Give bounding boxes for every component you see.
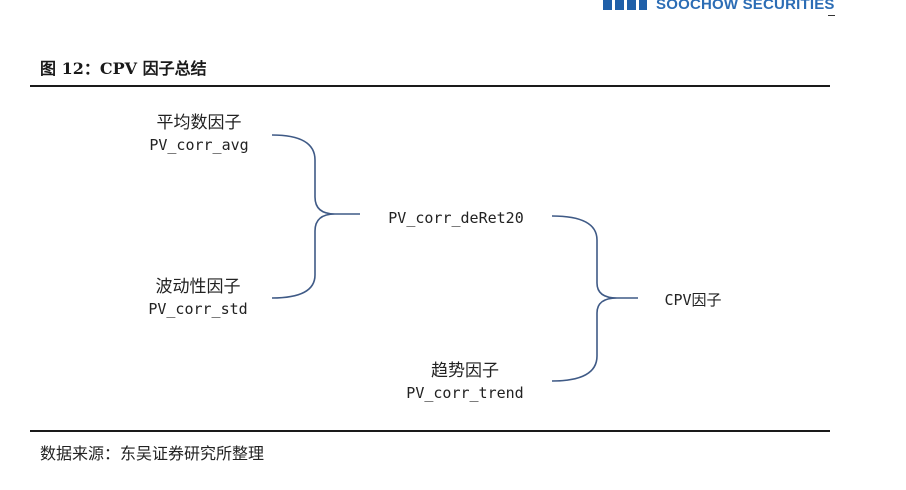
bracket-right — [551, 215, 618, 382]
node-trend-code: PV_corr_trend — [406, 384, 524, 402]
node-avg-label: 平均数因子 — [156, 113, 242, 133]
brand-name: SOOCHOW SECURITIES — [656, 0, 835, 13]
footer-divider — [30, 430, 830, 432]
node-trend-factor: 趋势因子 PV_corr_trend — [406, 360, 523, 404]
node-avg-code: PV_corr_avg — [149, 136, 249, 154]
node-std-factor: 波动性因子 PV_corr_std — [148, 276, 247, 320]
title-divider — [30, 85, 830, 87]
soochow-logo-icon — [603, 0, 647, 10]
node-cpv-code: CPV因子 — [664, 291, 722, 309]
node-deret-factor: PV_corr_deRet20 — [388, 207, 523, 229]
node-cpv-factor: CPV因子 — [664, 289, 721, 311]
node-std-label: 波动性因子 — [155, 277, 241, 297]
bracket-left — [271, 134, 336, 299]
figure-title: 图 12：CPV 因子总结 — [40, 59, 207, 78]
node-avg-factor: 平均数因子 PV_corr_avg — [149, 112, 248, 156]
header-mark — [828, 15, 835, 16]
node-std-code: PV_corr_std — [148, 300, 248, 318]
source-note: 数据来源：东吴证券研究所整理 — [40, 444, 265, 463]
node-deret-code: PV_corr_deRet20 — [388, 209, 524, 227]
node-trend-label: 趋势因子 — [431, 361, 499, 381]
